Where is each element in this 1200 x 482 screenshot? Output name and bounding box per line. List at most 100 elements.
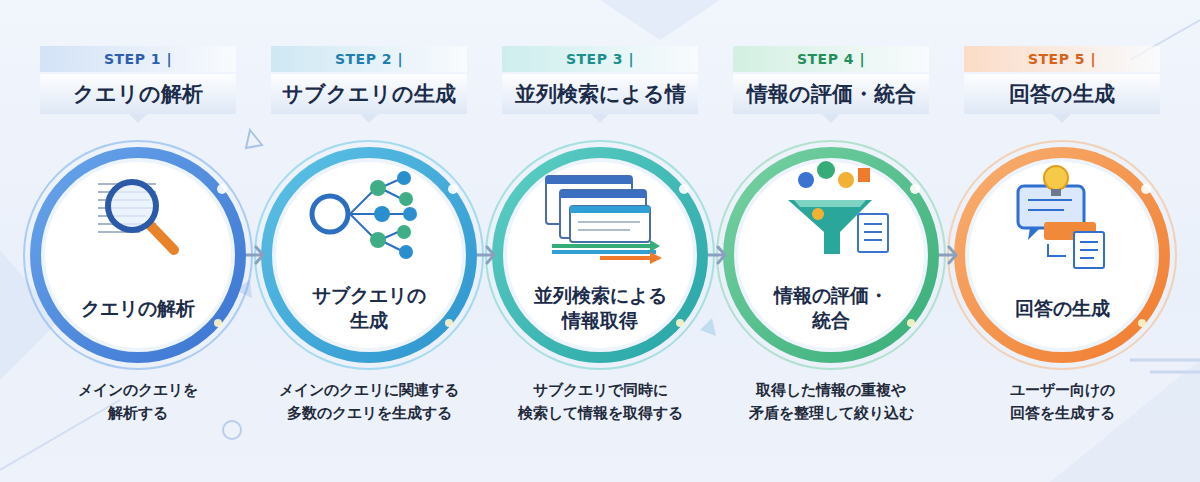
ring-halo	[24, 141, 252, 369]
funnel-icon	[838, 172, 854, 188]
browser-windows-icon	[600, 256, 650, 260]
circle-ring	[22, 139, 254, 371]
pointer-triangle	[1053, 114, 1071, 123]
query-split-icon	[370, 232, 386, 248]
step-description: サブクエリで同時に 検索して情報を取得する	[511, 379, 689, 425]
browser-windows-icon	[560, 190, 646, 198]
ring-gap	[503, 158, 697, 352]
browser-windows-icon	[546, 176, 632, 184]
circle-label: サブクエリの 生成	[294, 275, 444, 341]
step-description: ユーザー向けの 回答を生成する	[998, 379, 1126, 425]
circle-label: 回答の生成	[987, 275, 1137, 341]
arrow-head	[487, 247, 494, 263]
magnifier-icon	[108, 182, 156, 230]
magnifier-icon	[98, 207, 156, 209]
flow-arrow	[477, 247, 494, 263]
step-number: STEP 3 |	[502, 46, 698, 72]
pointer-triangle	[591, 114, 609, 123]
ring-glow	[445, 319, 453, 327]
ring-inner	[738, 162, 924, 348]
query-split-icon	[350, 213, 376, 215]
browser-windows-icon	[546, 176, 632, 224]
pointer-triangle	[360, 114, 378, 123]
magnifier-icon	[98, 199, 150, 201]
background-decor	[1130, 359, 1200, 362]
query-split-icon	[397, 225, 411, 239]
ring-glow	[1138, 319, 1146, 327]
answer-icon	[1048, 244, 1066, 256]
answer-icon	[1028, 209, 1064, 211]
answer-icon	[1044, 166, 1068, 190]
query-split-icon	[312, 196, 348, 232]
funnel-icon	[798, 172, 814, 188]
ring-outer	[261, 147, 477, 363]
background-decor	[223, 421, 241, 439]
query-split-icon	[380, 232, 398, 240]
circle-label: 情報の評価・ 統合	[756, 275, 906, 341]
arrow-shaft	[708, 254, 723, 257]
browser-windows-icon	[570, 206, 650, 242]
arrow-head	[256, 247, 263, 263]
flow-arrow	[246, 247, 263, 263]
browser-windows-icon	[552, 250, 656, 254]
flow-arrow	[708, 247, 725, 263]
answer-icon	[1051, 189, 1061, 196]
ring-inner	[507, 162, 693, 348]
browser-windows-icon	[546, 176, 662, 264]
browser-windows-icon	[650, 252, 662, 264]
ring-halo	[486, 141, 714, 369]
answer-icon	[1044, 222, 1096, 240]
circle-label: クエリの解析	[63, 275, 213, 341]
magnifier-icon	[98, 223, 156, 225]
ring-glow	[217, 184, 227, 194]
ring-outer	[723, 147, 939, 363]
ring-gap	[272, 158, 466, 352]
ring-outer	[954, 147, 1170, 363]
flow-arrow	[939, 247, 956, 263]
ring-glow	[448, 184, 458, 194]
answer-icon	[1080, 257, 1094, 259]
query-split-icon	[384, 213, 404, 215]
query-split-icon	[374, 206, 390, 222]
answer-icon	[1080, 249, 1098, 251]
query-split-icon	[403, 207, 417, 221]
magnifier-icon	[98, 183, 156, 185]
magnifier-icon	[92, 176, 162, 240]
circle-label: 並列検索による 情報取得	[525, 275, 675, 341]
step-circle: クエリの解析メインのクエリを 解析する	[30, 147, 246, 363]
funnel-icon	[858, 168, 870, 182]
query-split-icon	[399, 192, 413, 206]
pointer-triangle	[822, 114, 840, 123]
background-decor	[0, 400, 120, 470]
step-title: 情報の評価・統合	[733, 74, 929, 114]
query-split-icon	[350, 214, 372, 236]
circle-ring	[715, 139, 947, 371]
funnel-icon	[864, 239, 882, 241]
browser-windows-icon	[578, 221, 640, 223]
background-decor	[700, 318, 716, 336]
step-title: 回答の生成	[964, 74, 1160, 114]
step-header: STEP 5 |回答の生成	[964, 46, 1160, 118]
browser-windows-icon	[552, 244, 650, 248]
arrow-shaft	[939, 254, 954, 257]
ring-outer	[492, 147, 708, 363]
step-title: 並列検索による情	[502, 74, 698, 114]
query-split-icon	[380, 240, 400, 250]
query-split-icon	[370, 180, 386, 196]
ring-gap	[734, 158, 928, 352]
ring-glow	[907, 319, 915, 327]
answer-icon	[1080, 241, 1098, 243]
query-split-icon	[399, 245, 413, 259]
step-circle: 回答の生成ユーザー向けの 回答を生成する	[954, 147, 1170, 363]
ring-glow	[1141, 184, 1151, 194]
step-circle: 情報の評価・ 統合取得した情報の重複や 矛盾を整理して絞り込む	[723, 147, 939, 363]
step-number: STEP 1 |	[40, 46, 236, 72]
ring-inner	[969, 162, 1155, 348]
funnel-icon	[864, 223, 882, 225]
step-description: メインのクエリに関連する 多数のクエリを生成する	[273, 379, 465, 425]
magnifier-icon	[98, 191, 156, 193]
ring-glow	[676, 319, 684, 327]
step-title: クエリの解析	[40, 74, 236, 114]
arrow-head	[718, 247, 725, 263]
